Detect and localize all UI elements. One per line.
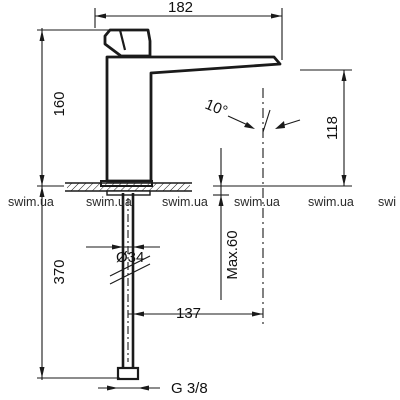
watermark-text: swi	[378, 195, 396, 209]
dim-overall-length	[94, 8, 283, 60]
label-hole-diameter: Ø34	[116, 249, 144, 266]
supply-hose	[116, 193, 140, 381]
watermark-text: swim.ua	[308, 195, 354, 209]
hose-connector	[116, 366, 140, 381]
label-tilt-angle: 10°	[203, 96, 230, 120]
label-connection-thread: G 3/8	[171, 380, 208, 397]
dim-left-vertical	[37, 28, 120, 380]
label-spout-reach: 137	[176, 305, 201, 322]
lever-detail	[118, 29, 127, 51]
label-spout-height: 160	[51, 91, 68, 116]
base-flange	[100, 180, 153, 187]
dim-tilt-angle	[227, 88, 301, 328]
label-max-deck-thickness: Max.60	[224, 230, 241, 279]
dim-hole-diameter	[86, 244, 160, 285]
label-overall-length: 182	[168, 0, 193, 16]
faucet-body	[105, 55, 282, 183]
label-hose-length: 370	[51, 259, 68, 284]
watermark-row: swim.ua swim.ua swim.ua swim.ua swim.ua …	[8, 195, 396, 209]
watermark-text: swim.ua	[234, 195, 280, 209]
dim-outlet-clearance	[213, 69, 352, 187]
label-outlet-clearance: 118	[324, 116, 341, 140]
faucet-outline	[103, 28, 282, 183]
watermark-text: swim.ua	[8, 195, 54, 209]
watermark-text: swim.ua	[86, 195, 132, 209]
mounting-nut	[106, 190, 151, 196]
dim-spout-reach	[128, 311, 263, 317]
dim-connection-thread	[98, 385, 160, 391]
lever-handle	[103, 28, 152, 58]
dim-max-deck-thickness	[213, 148, 229, 300]
watermark-text: swim.ua	[162, 195, 208, 209]
countertop	[65, 180, 192, 196]
